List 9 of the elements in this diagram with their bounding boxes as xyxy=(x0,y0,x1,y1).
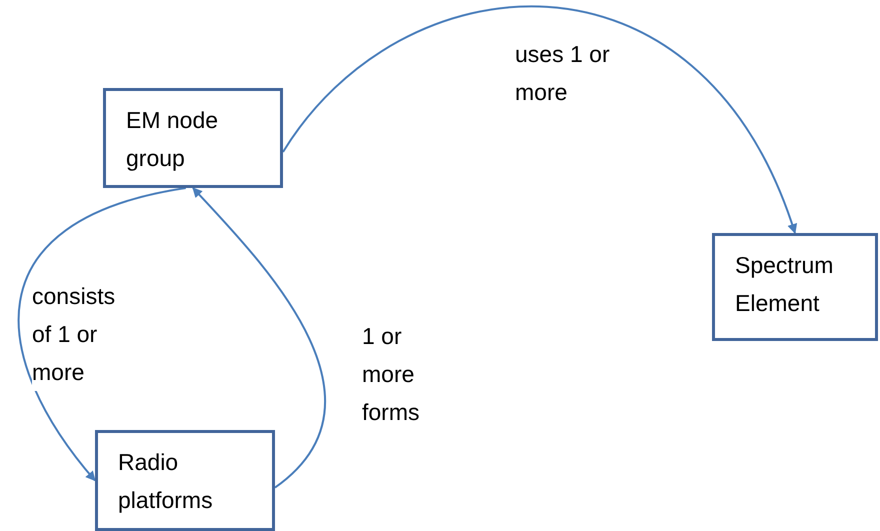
entity-box xyxy=(712,233,878,341)
node-label: Radio platforms xyxy=(118,448,214,515)
curved-arrow xyxy=(192,187,326,488)
node-label: Spectrum Element xyxy=(735,251,834,318)
curved-arrow xyxy=(18,187,186,482)
entity-box xyxy=(103,88,283,188)
curved-arrow xyxy=(282,6,796,234)
node-label: EM node group xyxy=(126,106,220,173)
entity-box xyxy=(95,430,275,531)
